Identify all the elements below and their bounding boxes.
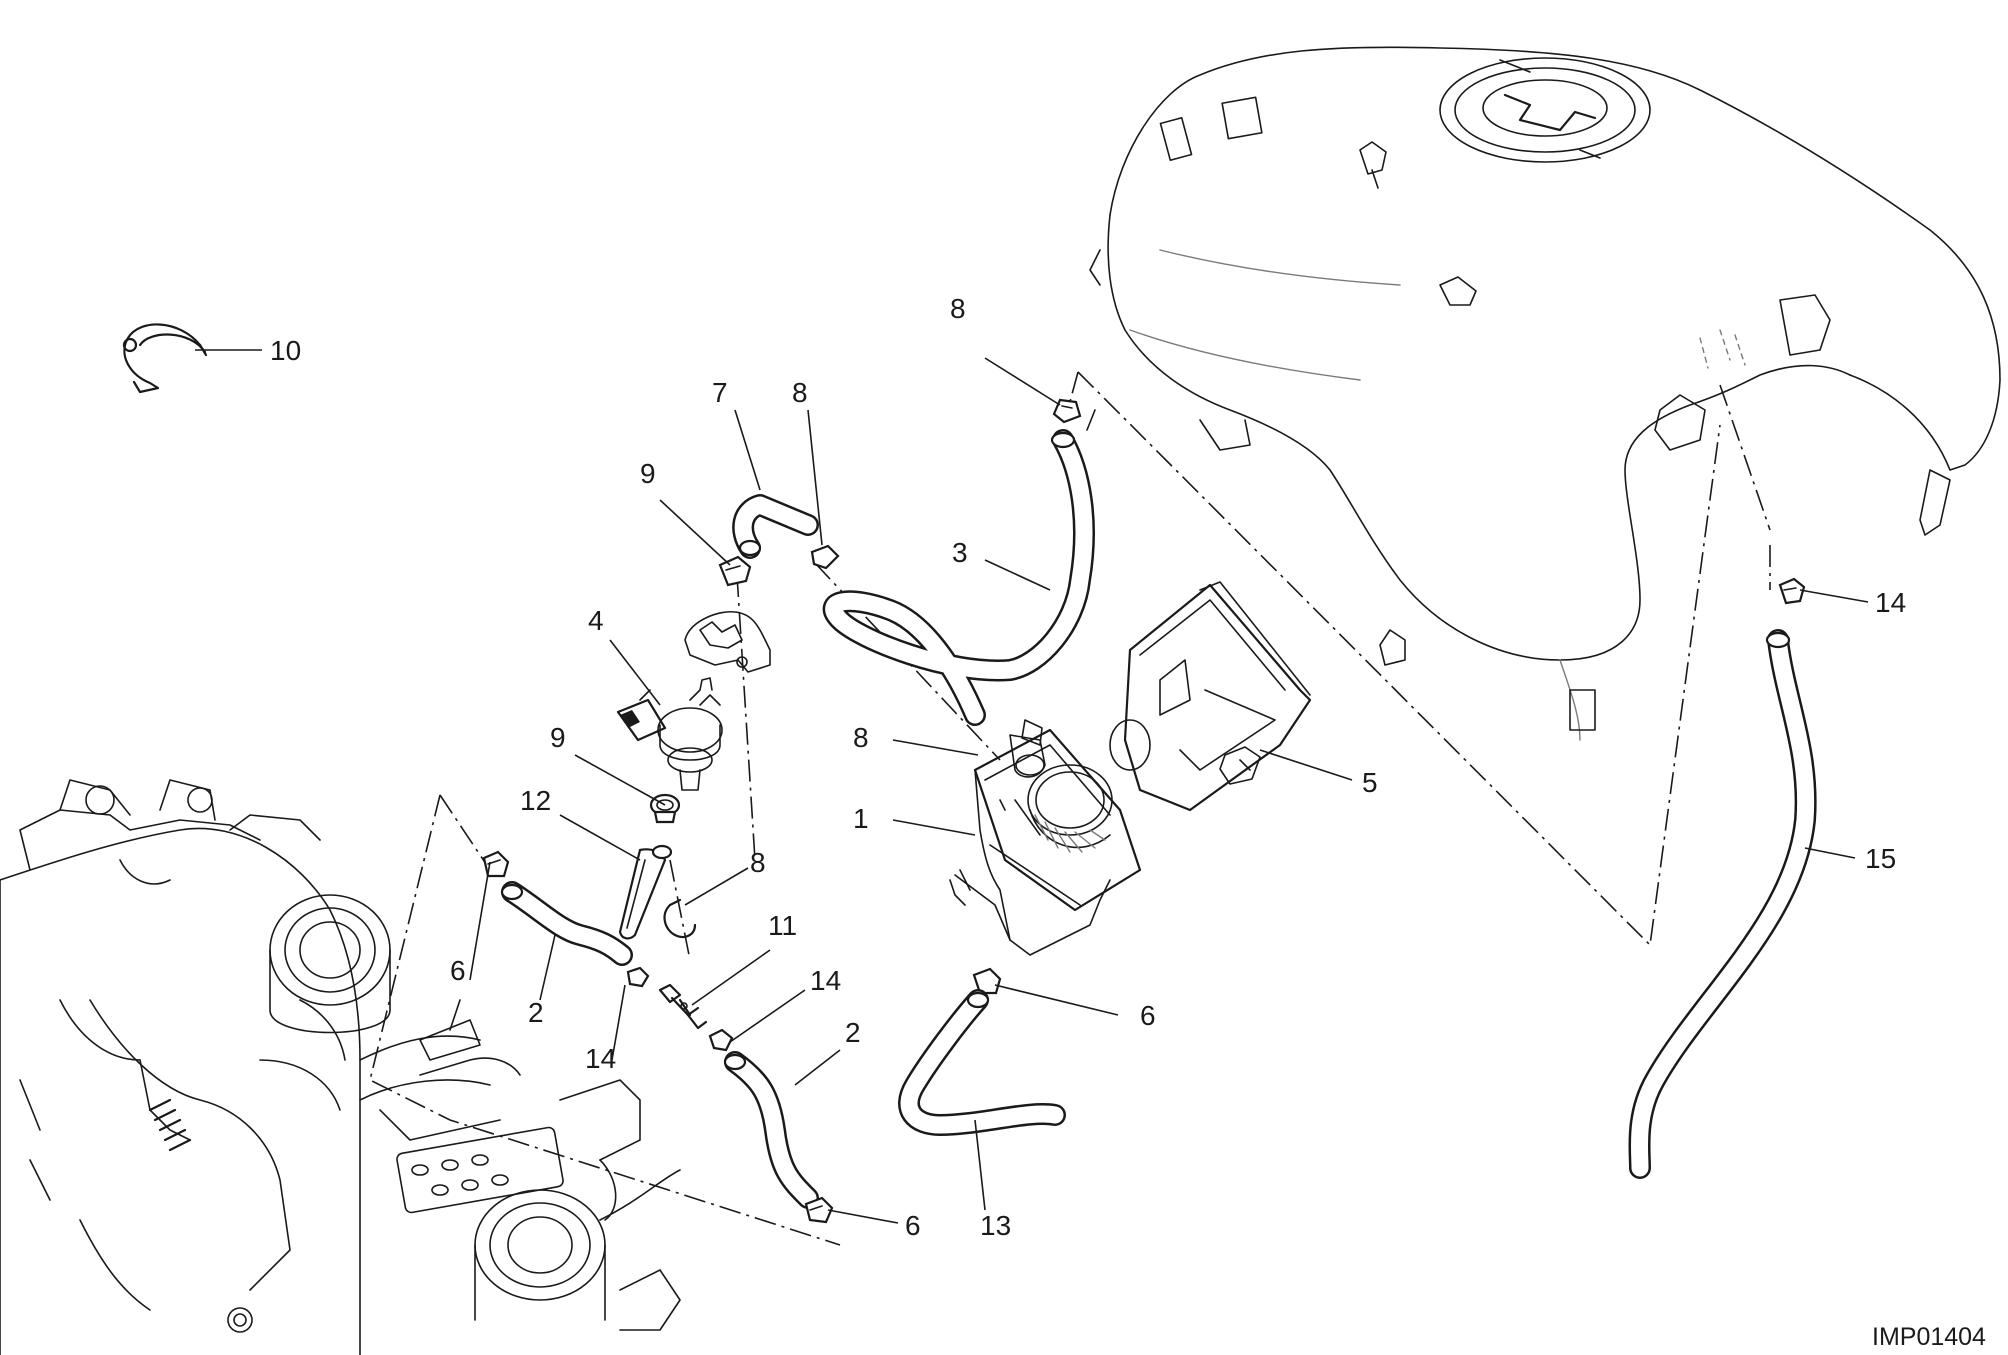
callout-6-bottom: 6 [905,1210,921,1241]
connection-lines [369,371,1771,1246]
callout-8-hose7: 8 [792,377,808,408]
callout-8-canister: 8 [853,722,869,753]
part-4-purge-valve [616,677,723,791]
valve-bracket [684,610,771,673]
callout-14-left: 14 [585,1043,616,1074]
callout-14-right: 14 [810,965,841,996]
part-8-clamp-lower [663,898,697,939]
part-1-canister [949,719,1142,956]
callout-numbers: 10 8 7 8 9 3 4 8 9 1 5 12 8 6 11 14 2 2 … [270,293,1906,1241]
callout-2-left: 2 [528,997,544,1028]
callout-6-left: 6 [450,955,466,986]
fuel-tank [1086,46,2001,741]
part-5-holder [1109,581,1312,812]
part-8-clamp-top [1052,398,1082,424]
part-2-hose-lower [723,1051,819,1209]
callout-3: 3 [952,537,968,568]
callout-1: 1 [853,803,869,834]
part-13-hose [898,989,1066,1136]
drawing-code: IMP01404 [1872,1323,1986,1351]
callout-14-tank: 14 [1875,587,1906,618]
callout-11: 11 [768,910,797,941]
part-15-hose [1628,629,1817,1179]
leader-lines [195,349,1869,1224]
callout-5: 5 [1362,767,1378,798]
callout-2-right: 2 [845,1017,861,1048]
callout-12: 12 [520,785,551,816]
callout-9-top: 9 [640,458,656,489]
callout-4: 4 [588,605,604,636]
part-9-clamp-lower [649,793,681,824]
callout-7: 7 [712,377,728,408]
part-2-hose-upper [500,881,633,966]
callout-15: 15 [1865,843,1896,874]
callout-10: 10 [270,335,301,366]
callout-6-canister: 6 [1140,1000,1156,1031]
part-10-clip [122,323,208,394]
part-11-connector [658,983,708,1030]
callout-8-top: 8 [950,293,966,324]
callout-13: 13 [980,1210,1011,1241]
callout-9-lower: 9 [550,722,566,753]
part-7-elbow-hose [732,494,819,559]
callout-8-lower: 8 [750,847,766,878]
engine-block [0,779,681,1355]
part-12-hose [618,844,673,940]
part-14-clamps [626,577,1806,1052]
part-3-hose [822,429,1095,726]
part-8-clamp-mid [810,544,840,570]
part-9-clamp-top [718,555,752,587]
